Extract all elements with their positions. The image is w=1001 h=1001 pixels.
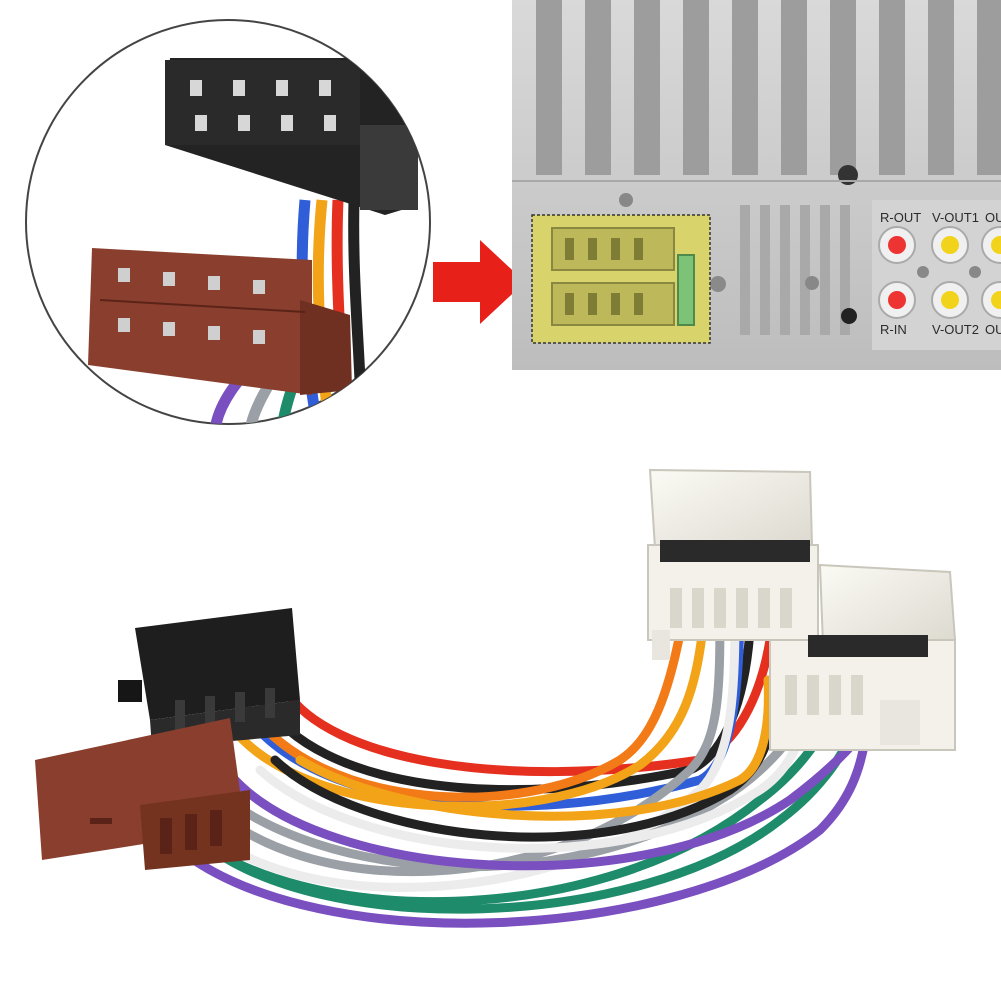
jack-labels: R-OUT V-OUT1 OU R-IN V-OUT2 OU — [880, 210, 1001, 337]
iso-brown-connector-closeup — [88, 248, 352, 395]
arrow-right-icon — [433, 240, 525, 324]
heatsink-fins — [536, 0, 1001, 175]
svg-text:R-IN: R-IN — [880, 322, 907, 337]
radio-headunit-rear: R-OUT V-OUT1 OU R-IN V-OUT2 OU — [512, 0, 1001, 370]
white-vehicle-plug-lower — [769, 563, 957, 751]
svg-text:OU: OU — [985, 322, 1001, 337]
rca-jacks — [872, 200, 1001, 350]
iso-brown-plug — [35, 718, 250, 870]
iso-black-connector-closeup — [165, 58, 418, 215]
white-vehicle-plug-upper — [647, 468, 819, 660]
iso-socket-highlight — [531, 214, 711, 344]
svg-text:V-OUT2: V-OUT2 — [932, 322, 979, 337]
svg-text:OU: OU — [985, 210, 1001, 225]
wiring-harness — [35, 468, 957, 928]
svg-text:R-OUT: R-OUT — [880, 210, 921, 225]
connector-closeup-inset — [25, 19, 431, 425]
svg-text:V-OUT1: V-OUT1 — [932, 210, 979, 225]
